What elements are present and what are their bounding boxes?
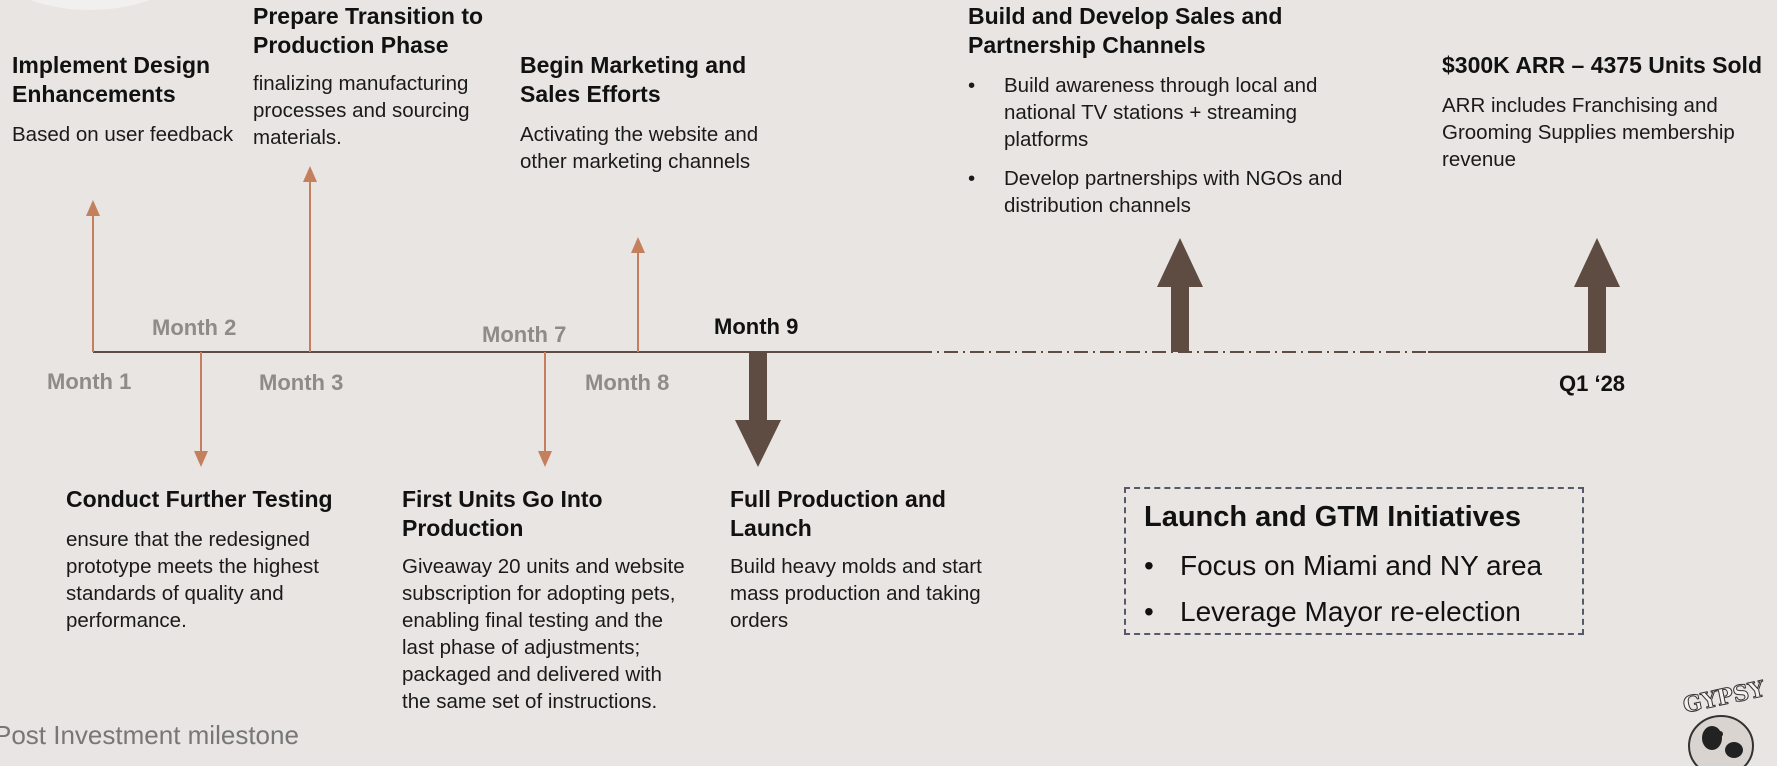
company-logo: GYPSY	[1680, 676, 1768, 766]
gtm-title: Launch and GTM Initiatives	[1144, 501, 1522, 533]
milestone-desc: Giveaway 20 units and website subscripti…	[402, 555, 685, 713]
milestone-title: Prepare Transition to Production Phase	[253, 3, 484, 58]
month-2-label: Month 2	[152, 315, 237, 340]
logo-wordmark: GYPSY	[1681, 676, 1768, 719]
milestone-desc: Activating the website and other marketi…	[520, 123, 759, 173]
milestone-title: Build and Develop Sales and Partnership …	[968, 3, 1283, 58]
gtm-bullet-list: Focus on Miami and NY area Leverage Mayo…	[1144, 543, 1582, 635]
milestone-marketing: Begin Marketing and Sales Efforts Activa…	[520, 51, 760, 175]
channels-bullet: Build awareness through local and nation…	[968, 72, 1368, 153]
gtm-initiatives-box: Launch and GTM Initiatives Focus on Miam…	[1124, 487, 1584, 635]
gtm-bullet: Focus on Miami and NY area	[1144, 543, 1582, 589]
milestone-full-production: Full Production and Launch Build heavy m…	[730, 485, 1020, 634]
arrow-down-testing	[194, 352, 208, 467]
month-3-label: Month 3	[259, 370, 344, 395]
milestone-channels: Build and Develop Sales and Partnership …	[968, 2, 1368, 231]
milestone-arr: $300K ARR – 4375 Units Sold ARR includes…	[1442, 51, 1772, 173]
milestone-title: Begin Marketing and Sales Efforts	[520, 52, 747, 107]
milestone-desc: ARR includes Franchising and Grooming Su…	[1442, 94, 1735, 171]
arrow-up-design	[86, 200, 100, 352]
milestone-desc: Build heavy molds and start mass product…	[730, 555, 982, 632]
arrow-down-first-units	[538, 352, 552, 467]
arrow-up-marketing	[631, 237, 645, 352]
arrow-up-channels	[1157, 238, 1203, 352]
q1-28-label: Q1 ‘28	[1559, 371, 1626, 396]
milestone-design: Implement Design Enhancements Based on u…	[12, 51, 242, 148]
milestone-title: First Units Go Into Production	[402, 486, 603, 541]
milestone-desc: Based on user feedback	[12, 123, 234, 146]
decorative-blob	[0, 0, 240, 10]
milestone-title: $300K ARR – 4375 Units Sold	[1442, 52, 1762, 78]
month-7-label: Month 7	[482, 322, 567, 347]
month-8-label: Month 8	[585, 370, 670, 395]
milestone-title: Conduct Further Testing	[66, 486, 333, 512]
milestone-testing: Conduct Further Testing ensure that the …	[66, 485, 366, 634]
milestone-desc: ensure that the redesigned prototype mee…	[66, 528, 319, 632]
milestone-transition: Prepare Transition to Production Phase f…	[253, 2, 503, 151]
timeline-graphic	[86, 166, 1620, 467]
gtm-bullet: Leverage Mayor re-election	[1144, 589, 1582, 635]
channels-bullet-list: Build awareness through local and nation…	[968, 72, 1368, 219]
milestone-title: Implement Design Enhancements	[12, 52, 211, 107]
arrow-down-full-production	[735, 352, 781, 467]
month-1-label: Month 1	[47, 369, 132, 394]
milestone-first-units: First Units Go Into Production Giveaway …	[402, 485, 687, 715]
month-9-label: Month 9	[714, 314, 799, 339]
milestone-title: Full Production and Launch	[730, 486, 946, 541]
footer-caption: Post Investment milestone	[0, 720, 299, 750]
arrow-up-transition	[303, 166, 317, 352]
milestone-desc: finalizing manufacturing processes and s…	[253, 72, 470, 149]
arrow-up-arr	[1574, 238, 1620, 352]
channels-bullet: Develop partnerships with NGOs and distr…	[968, 165, 1368, 219]
